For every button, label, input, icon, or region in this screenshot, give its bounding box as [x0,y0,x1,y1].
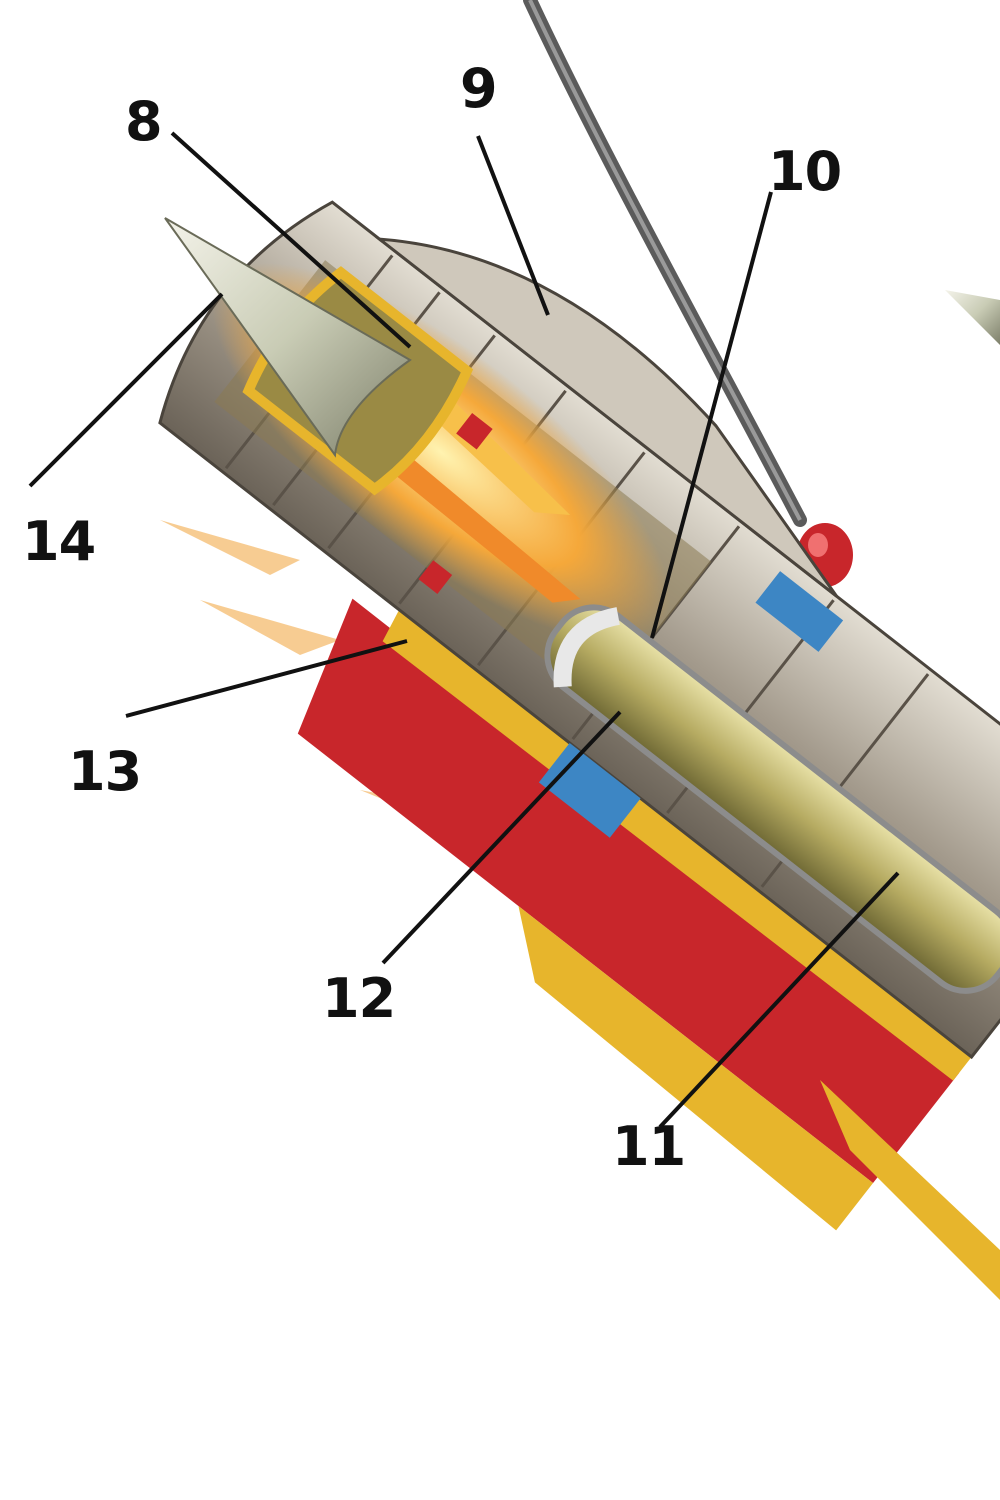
leader-lines [28,131,900,1129]
lower-red-hull [297,598,960,1184]
callout-14: 14 [22,510,96,573]
leader-line-10 [650,191,773,639]
lower-strut-extension [820,1080,1000,1300]
callout-11: 11 [612,1115,686,1178]
second-engine-nose [945,290,1000,345]
leader-line-14 [28,292,224,488]
callout-8: 8 [125,90,163,153]
callout-12: 12 [322,967,396,1030]
top-housing [374,237,838,598]
callout-9: 9 [460,57,498,120]
intake-cylinder [544,604,1000,994]
nose-cone [164,217,412,458]
leader-line-12 [381,710,622,965]
leader-line-9 [476,135,550,316]
blue-panel [755,571,844,652]
leader-line-11 [658,871,900,1129]
callout-10: 10 [768,140,842,203]
leader-line-8 [170,131,412,349]
leader-line-13 [125,639,408,718]
callout-13: 13 [68,740,142,803]
